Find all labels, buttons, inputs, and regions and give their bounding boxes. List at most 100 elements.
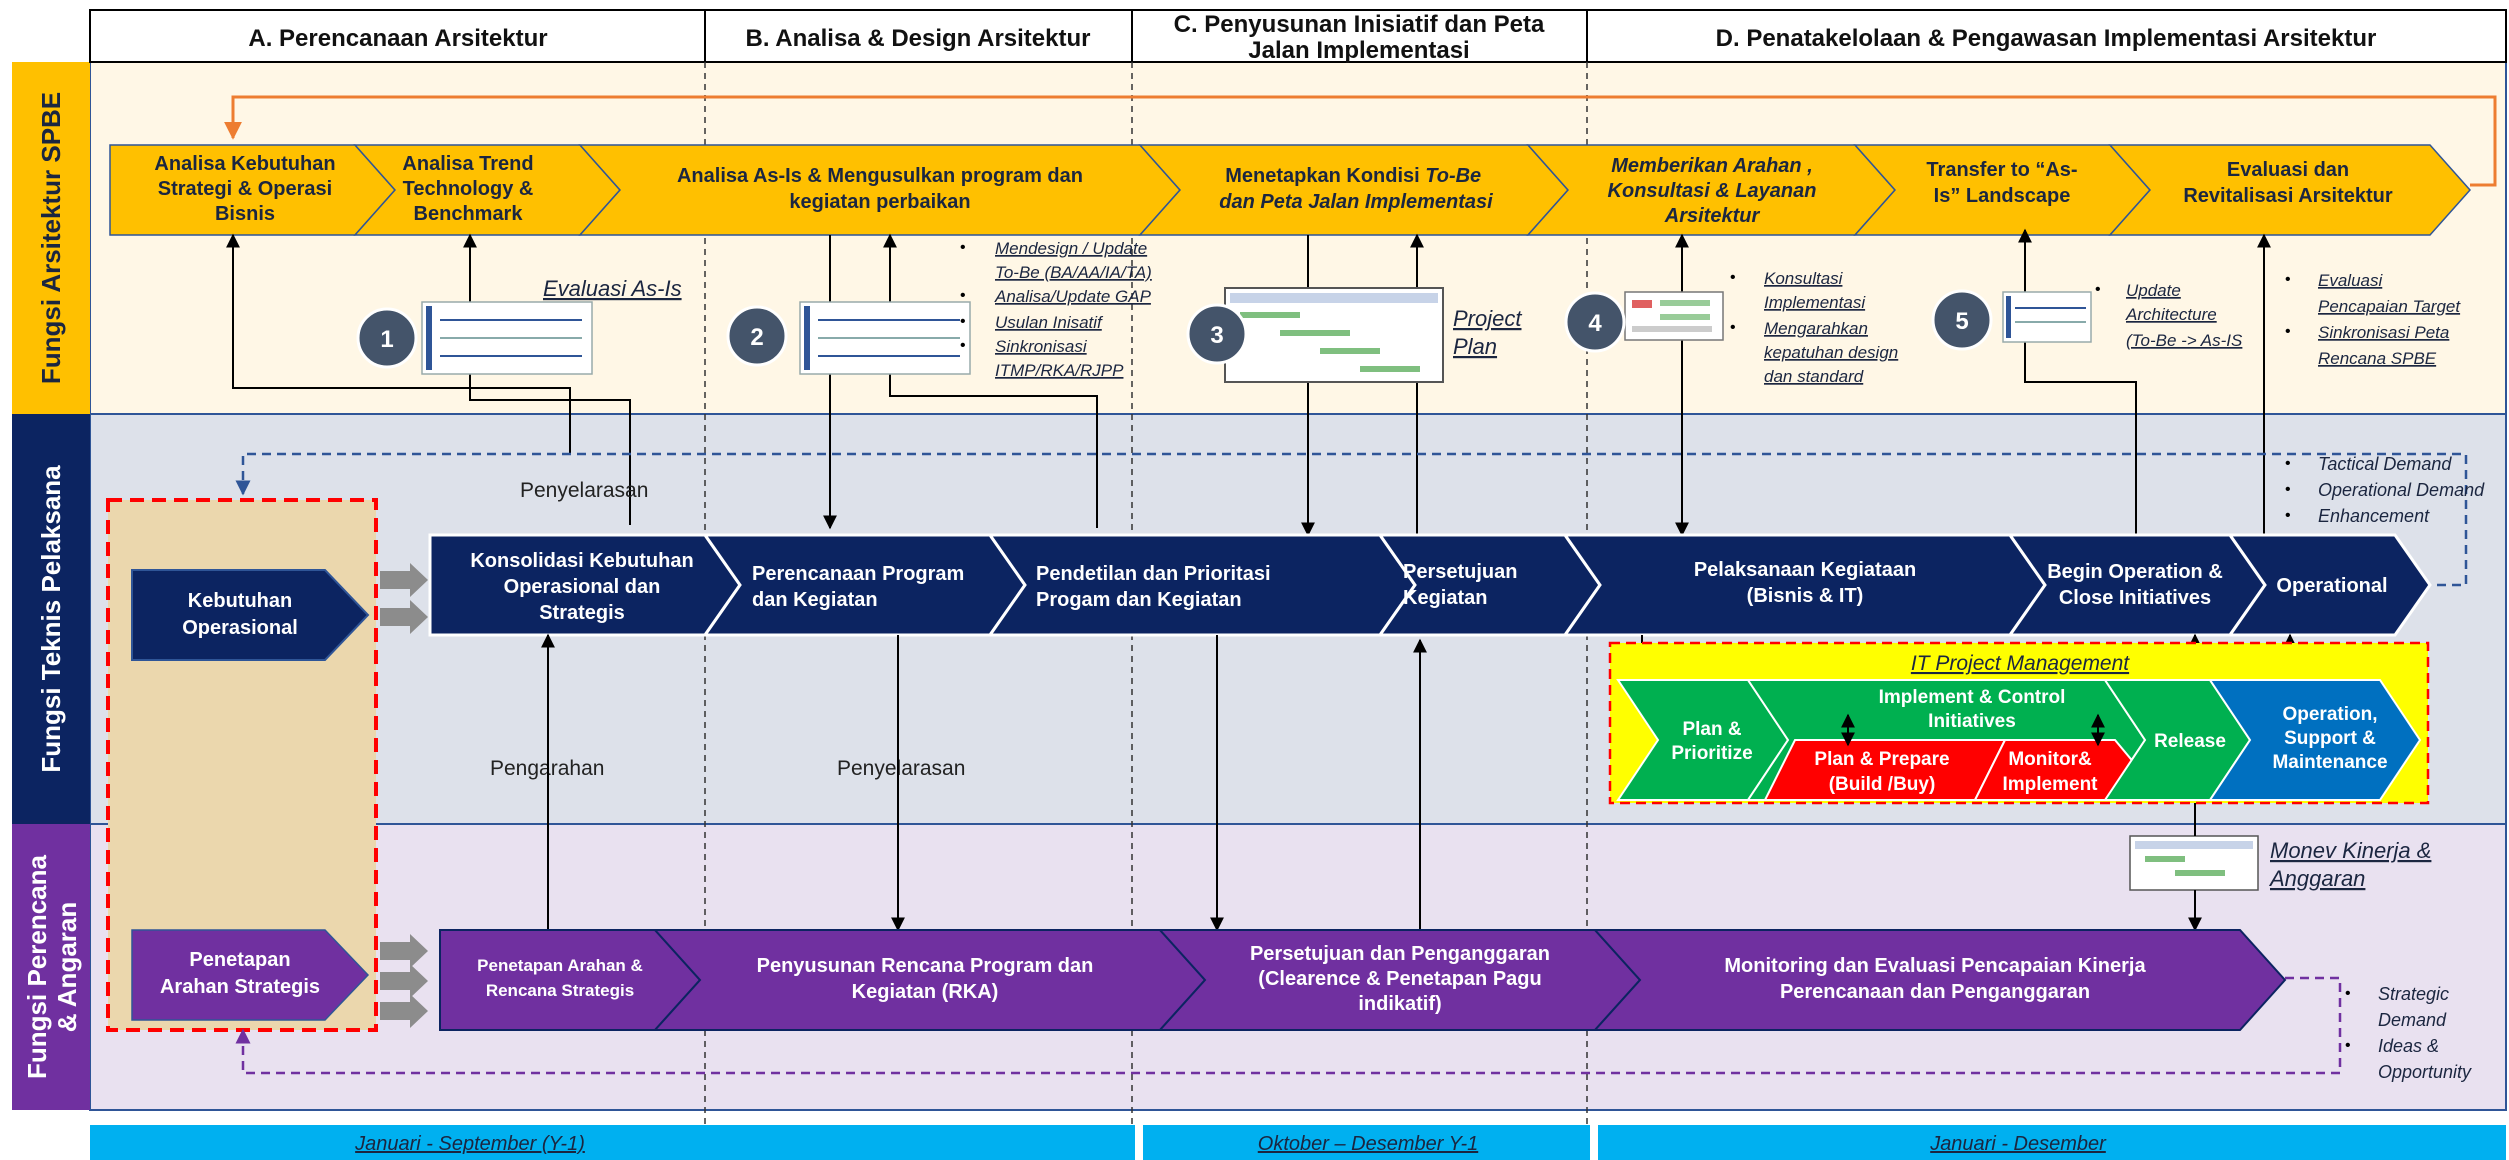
svg-text:•: • <box>2345 985 2351 1002</box>
svg-text:Konsultasi: Konsultasi <box>1764 269 1844 288</box>
phase-b-header: B. Analisa & Design Arsitektur <box>746 25 1091 52</box>
it-pm-plan-text: Plan &Prioritize <box>1671 719 1752 764</box>
step-numbers: 1 2 3 4 5 <box>356 289 1993 369</box>
perencana-step-penetapan <box>131 929 370 1021</box>
svg-text:Ideas &: Ideas & <box>2378 1036 2439 1056</box>
svg-text:•: • <box>2095 281 2101 298</box>
svg-text:Demand: Demand <box>2378 1010 2447 1030</box>
it-pm-release-text: Release <box>2154 731 2226 752</box>
svg-text:Opportunity: Opportunity <box>2378 1062 2472 1082</box>
svg-text:Mengarahkan: Mengarahkan <box>1764 319 1868 338</box>
feedback-loop-arrow <box>224 95 2497 187</box>
svg-text:Tactical Demand: Tactical Demand <box>2318 454 2452 474</box>
svg-text:Pencapaian Target: Pencapaian Target <box>2318 297 2461 316</box>
timeline-label-3: Januari - Desember <box>1929 1133 2107 1155</box>
it-pm-title: IT Project Management <box>1911 652 2130 675</box>
project-plan-note: Project Plan <box>1453 306 1522 359</box>
svg-text:ITMP/RKA/RJPP: ITMP/RKA/RJPP <box>995 361 1124 380</box>
lane-perencana-label-1: Fungsi Perencana <box>22 854 52 1078</box>
design-bullets: Mendesign / Update To-Be (BA/AA/IA/TA) A… <box>960 239 1152 380</box>
grey-arrows-teknis <box>380 563 428 634</box>
strategic-bullets: Strategic Demand Ideas & Opportunity •• <box>2345 984 2472 1082</box>
it-pm-operation <box>2208 679 2422 801</box>
timeline-bar-1 <box>90 1125 1135 1160</box>
timeline-bar-2 <box>1143 1125 1590 1160</box>
perencana-steps <box>439 929 2287 1031</box>
thumbnail-diagrams <box>421 287 2259 891</box>
spbe-step-4-text: Menetapkan Kondisi To-Be dan Peta Jalan … <box>1219 165 1493 213</box>
timeline-label-2: Oktober – Desember Y-1 <box>1258 1133 1478 1155</box>
lane-teknis-label: Fungsi Teknis Pelaksana <box>36 465 66 773</box>
phase-a-box <box>89 9 706 63</box>
svg-text:Operational Demand: Operational Demand <box>2318 480 2485 500</box>
phase-d-header: D. Penatakelolaan & Pengawasan Implement… <box>1716 25 2377 52</box>
lane-perencana-label-2: & Angaran <box>52 902 82 1033</box>
monev-note: Monev Kinerja & Anggaran <box>2268 838 2431 891</box>
svg-text:•: • <box>960 313 966 330</box>
spbe-step-6-text: Transfer to “As-Is” Landscape <box>1926 159 2077 207</box>
timeline-bar-3 <box>1598 1125 2506 1160</box>
svg-text:•: • <box>2285 481 2291 498</box>
svg-text:•: • <box>1730 319 1736 336</box>
svg-text:•: • <box>960 239 966 256</box>
svg-text:Sinkronisasi: Sinkronisasi <box>995 337 1088 356</box>
phase-a-header: A. Perencanaan Arsitektur <box>248 25 547 52</box>
it-pm-prepare-text: Plan & Prepare(Build /Buy) <box>1814 749 1949 795</box>
svg-text:To-Be (BA/AA/IA/TA): To-Be (BA/AA/IA/TA) <box>995 263 1152 282</box>
teknis-step-operational-text: Operational <box>2276 575 2387 597</box>
phase-c-box <box>1131 9 1588 63</box>
svg-text:Implementasi: Implementasi <box>1764 293 1866 312</box>
svg-text:Evaluasi: Evaluasi <box>2318 271 2383 290</box>
spbe-step-3 <box>578 144 1182 236</box>
svg-text:Sinkronisasi Peta: Sinkronisasi Peta <box>2318 323 2449 342</box>
phase-d-box <box>1586 9 2507 63</box>
svg-text:(To-Be -> As-IS: (To-Be -> As-IS <box>2126 331 2243 350</box>
teknis-step-begin-text: Begin Operation &Close Initiatives <box>2047 561 2223 609</box>
svg-text:dan standard: dan standard <box>1764 367 1864 386</box>
step-number-1: 1 <box>380 326 393 353</box>
spbe-step-7 <box>2108 144 2472 236</box>
perencana-step-persetujuan-text: Persetujuan dan Penganggaran(Clearence &… <box>1250 943 1550 1015</box>
grey-arrows-perencana <box>380 934 428 1028</box>
svg-text:•: • <box>960 287 966 304</box>
phase-c-header-2: Jalan Implementasi <box>1248 37 1469 64</box>
timeline-label-1: Januari - September (Y-1) <box>354 1133 585 1155</box>
penyelarasan-label-1: Penyelarasan <box>520 479 648 502</box>
teknis-steps <box>428 533 2432 637</box>
step-number-2: 2 <box>750 324 763 351</box>
step-number-5: 5 <box>1955 308 1968 335</box>
svg-text:Rencana SPBE: Rencana SPBE <box>2318 349 2437 368</box>
svg-text:•: • <box>1730 269 1736 286</box>
svg-text:•: • <box>2285 323 2291 340</box>
lane-spbe-label: Fungsi Arsitektur SPBE <box>36 92 66 384</box>
svg-text:Mendesign / Update: Mendesign / Update <box>995 239 1147 258</box>
update-bullets: Update Architecture (To-Be -> As-IS • <box>2095 281 2243 350</box>
lane-teknis-label-box <box>12 414 90 824</box>
svg-text:•: • <box>2285 507 2291 524</box>
svg-text:Architecture: Architecture <box>2125 305 2217 324</box>
svg-text:Project: Project <box>1453 306 1522 331</box>
spbe-steps <box>109 144 2472 236</box>
svg-text:Anggaran: Anggaran <box>2268 866 2365 891</box>
it-pm-operation-text: Operation,Support &Maintenance <box>2272 704 2387 773</box>
svg-text:Plan: Plan <box>1453 334 1497 359</box>
svg-text:•: • <box>2345 1037 2351 1054</box>
demand-bullets: Tactical Demand Operational Demand Enhan… <box>2285 454 2485 526</box>
svg-text:Update: Update <box>2126 281 2181 300</box>
perencana-step-monitoring-text: Monitoring dan Evaluasi Pencapaian Kiner… <box>1724 955 2146 1003</box>
spbe-step-4 <box>1138 144 1570 236</box>
